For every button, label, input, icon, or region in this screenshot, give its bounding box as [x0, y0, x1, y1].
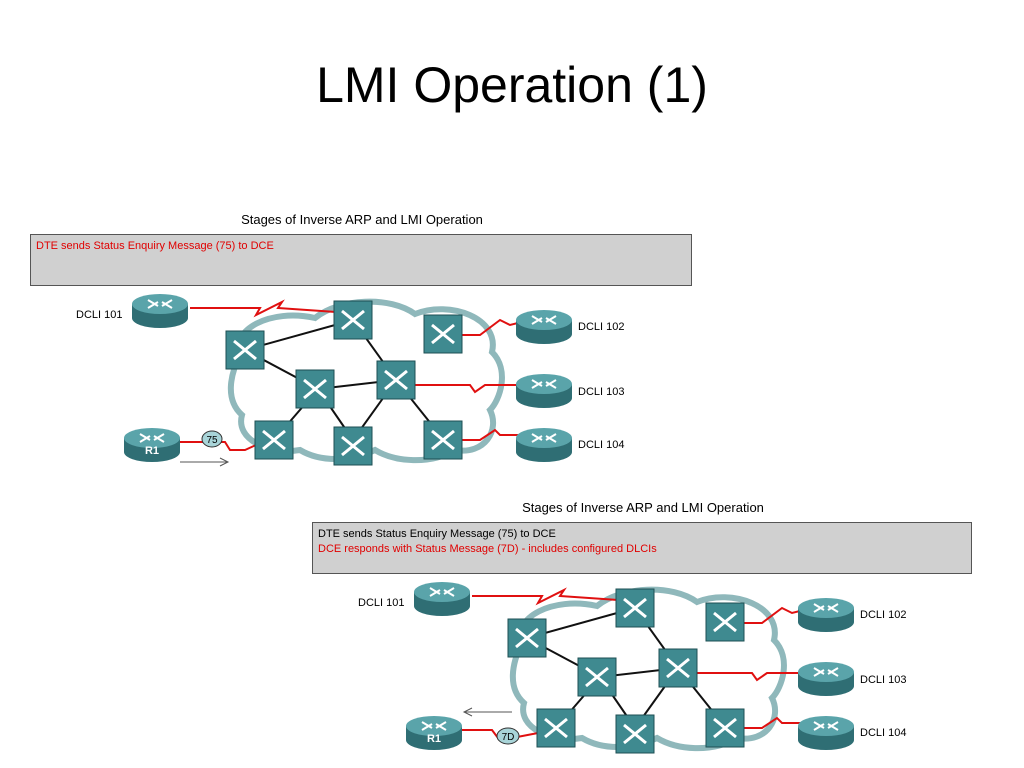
switch-icon — [295, 369, 335, 409]
frame-relay-switches — [225, 300, 463, 466]
router-d101-icon — [414, 582, 470, 616]
message-badge-label: 7D — [502, 732, 515, 743]
router-label-r1: R1 — [427, 733, 441, 745]
router-d101-icon — [132, 294, 188, 328]
lmi-direction-arrow — [462, 707, 512, 717]
routers — [406, 582, 854, 750]
switch-icon — [423, 314, 463, 354]
router-label-d102: DCLI 102 — [860, 609, 906, 621]
panel-heading: Stages of Inverse ARP and LMI Operation — [241, 212, 483, 227]
status-message-line: DTE sends Status Enquiry Message (75) to… — [318, 528, 556, 540]
switch-icon — [333, 300, 373, 340]
router-label-d102: DCLI 102 — [578, 321, 624, 333]
lmi-direction-arrow — [180, 457, 230, 467]
router-d104-icon — [798, 716, 854, 750]
router-r1-icon — [406, 716, 462, 750]
switch-icon — [333, 426, 373, 466]
router-label-r1: R1 — [145, 445, 159, 457]
routers — [124, 294, 572, 462]
lmi-stage-panel-2: Stages of Inverse ARP and LMI Operation … — [312, 496, 974, 768]
slide-title: LMI Operation (1) — [316, 57, 708, 113]
panel-heading: Stages of Inverse ARP and LMI Operation — [522, 500, 764, 515]
status-message-line: DTE sends Status Enquiry Message (75) to… — [36, 240, 274, 252]
status-message-box: DTE sends Status Enquiry Message (75) to… — [312, 522, 972, 574]
router-label-d101: DCLI 101 — [358, 597, 404, 609]
router-d102-icon — [516, 310, 572, 344]
frame-relay-network-diagram: 75 DCLI 101 DCLI 102 DCLI 103 DCLI 104 R… — [76, 294, 624, 467]
switch-icon — [423, 420, 463, 460]
message-badge-label: 75 — [206, 435, 218, 446]
router-r1-icon — [124, 428, 180, 462]
lmi-stage-panel-1: Stages of Inverse ARP and LMI Operation … — [30, 208, 694, 484]
switch-icon — [615, 588, 655, 628]
router-d104-icon — [516, 428, 572, 462]
message-badge: 75 — [201, 430, 223, 448]
switch-icon — [658, 648, 698, 688]
router-d102-icon — [798, 598, 854, 632]
switch-icon — [615, 714, 655, 754]
frame-relay-switches — [507, 588, 745, 754]
router-label-d103: DCLI 103 — [578, 386, 624, 398]
switch-icon — [376, 360, 416, 400]
switch-icon — [507, 618, 547, 658]
switch-icon — [705, 708, 745, 748]
router-label-d101: DCLI 101 — [76, 309, 122, 321]
switch-icon — [536, 708, 576, 748]
switch-icon — [225, 330, 265, 370]
frame-relay-network-diagram: 7D DCLI 101 DCLI 102 DCLI 103 DCLI 104 R… — [358, 582, 906, 754]
router-d103-icon — [516, 374, 572, 408]
router-label-d104: DCLI 104 — [860, 727, 906, 739]
status-message-line: DCE responds with Status Message (7D) - … — [318, 543, 657, 555]
router-label-d103: DCLI 103 — [860, 674, 906, 686]
status-message-box: DTE sends Status Enquiry Message (75) to… — [30, 234, 692, 286]
switch-icon — [577, 657, 617, 697]
router-d103-icon — [798, 662, 854, 696]
router-label-d104: DCLI 104 — [578, 439, 624, 451]
switch-icon — [705, 602, 745, 642]
message-badge: 7D — [496, 727, 520, 745]
switch-icon — [254, 420, 294, 460]
